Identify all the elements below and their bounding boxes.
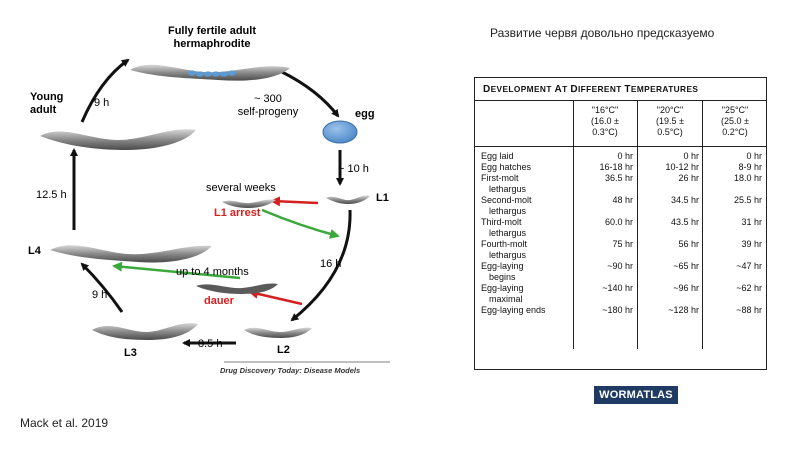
progeny-label-1: ~ 300 (254, 93, 282, 105)
value-cell-v25: 25.5 hr (733, 195, 762, 205)
l4-label: L4 (28, 245, 42, 257)
value-cell-v25: 31 hr (741, 217, 762, 227)
l4-to-young-time: 12.5 h (36, 189, 67, 201)
value-cell-v16: ~140 hr (602, 283, 633, 293)
citation: Mack et al. 2019 (20, 416, 109, 430)
l2-to-l3-time: 8.5 h (198, 338, 222, 350)
value-cell-v20: 0 hr (683, 151, 699, 161)
value-cell-v20: 26 hr (678, 173, 699, 183)
value-cell-v20: 43.5 hr (670, 217, 699, 227)
arrow-l1-to-l2 (290, 209, 352, 322)
value-cell-v16: 75 hr (612, 239, 633, 249)
value-cell-v25: 0 hr (746, 151, 762, 161)
l1-arrest-worm-icon (222, 199, 276, 208)
young-adult-label-1: Young (30, 91, 63, 103)
value-cell-v16: 0 hr (617, 151, 633, 161)
value-cell-v20: 56 hr (678, 239, 699, 249)
egg-label: egg (355, 108, 375, 120)
table-header-row: "16°C"(16.0 ±0.3°C) "20°C"(19.5 ±0.5°C) … (475, 101, 766, 147)
value-cell-v16: ~180 hr (602, 305, 633, 315)
value-cell-v20: 10-12 hr (665, 162, 699, 172)
fertile-adult-label-2: hermaphrodite (173, 38, 250, 50)
l1-label: L1 (376, 192, 389, 204)
embryos-icon (188, 70, 236, 77)
l3-worm-icon (92, 323, 198, 340)
arrow-adult-to-egg (281, 70, 340, 118)
value-cell-v25: 18.0 hr (733, 173, 762, 183)
arrow-dauer-entry (248, 288, 303, 306)
young-adult-time: 9 h (94, 97, 109, 109)
arrow-young-to-adult (80, 58, 130, 123)
l1-arrest-label: L1 arrest (214, 207, 261, 219)
value-cell-v16: 48 hr (612, 195, 633, 205)
value-cell-v16: 60.0 hr (604, 217, 633, 227)
fertile-adult-label-1: Fully fertile adult (168, 25, 256, 37)
egg-icon (322, 120, 358, 144)
value-cell-v16: 16-18 hr (599, 162, 633, 172)
value-cell-v16: 36.5 hr (604, 173, 633, 183)
value-cell-v20: ~65 hr (673, 261, 699, 271)
l3-to-l4-time: 9 h (92, 289, 107, 301)
value-cell-v20: 34.5 hr (670, 195, 699, 205)
event-cell: Egg hatches (481, 162, 532, 172)
wormatlas-logo: WORMATLAS (594, 386, 678, 404)
dauer-label: dauer (204, 295, 235, 307)
arrow-l3-to-l4 (80, 262, 124, 313)
value-cell-v25: 8-9 hr (738, 162, 762, 172)
event-cell: Egg laid (481, 151, 514, 161)
egg-to-l1-time: ~ 10 h (338, 163, 369, 175)
l2-worm-icon (244, 327, 312, 338)
several-weeks-label: several weeks (206, 182, 276, 194)
value-cell-v16: ~90 hr (607, 261, 633, 271)
up-to-4-months-label: up to 4 months (176, 266, 249, 278)
l1-worm-icon (326, 195, 370, 204)
dauer-worm-icon (196, 283, 278, 294)
development-table: DEVELOPMENT AT DIFFERENT TEMPERATURES "1… (474, 77, 767, 370)
value-cell-v20: ~128 hr (668, 305, 699, 315)
value-cell-v25: ~47 hr (736, 261, 762, 271)
table-title: DEVELOPMENT AT DIFFERENT TEMPERATURES (475, 78, 766, 101)
progeny-label-2: self-progeny (238, 106, 299, 118)
l2-label: L2 (277, 344, 290, 356)
young-adult-label-2: adult (30, 104, 57, 116)
value-cell-v25: ~88 hr (736, 305, 762, 315)
table-body: Egg laid 0 hr 0 hr 0 hr Egg hatches 16-18 hr 1… (475, 147, 766, 349)
value-cell-v20: ~96 hr (673, 283, 699, 293)
header-25c: "25°C"(25.0 ±0.2°C) (721, 105, 749, 137)
value-cell-v25: ~62 hr (736, 283, 762, 293)
source-label: Drug Discovery Today: Disease Models (220, 366, 360, 375)
header-16c: "16°C"(16.0 ±0.3°C) (591, 105, 619, 137)
header-20c: "20°C"(19.5 ±0.5°C) (656, 105, 684, 137)
arrow-l1-arrest-recovery (261, 208, 340, 239)
arrow-l1-arrest (270, 196, 319, 207)
l4-worm-icon (50, 245, 212, 263)
arrow-dauer-exit (112, 261, 241, 280)
young-adult-worm-icon (40, 129, 196, 150)
slide-title: Развитие червя довольно предсказуемо (490, 26, 715, 40)
value-cell-v25: 39 hr (741, 239, 762, 249)
l1-to-l2-time: 16 h (320, 258, 341, 270)
event-cell: Egg-laying ends (481, 305, 546, 315)
l3-label: L3 (124, 347, 137, 359)
